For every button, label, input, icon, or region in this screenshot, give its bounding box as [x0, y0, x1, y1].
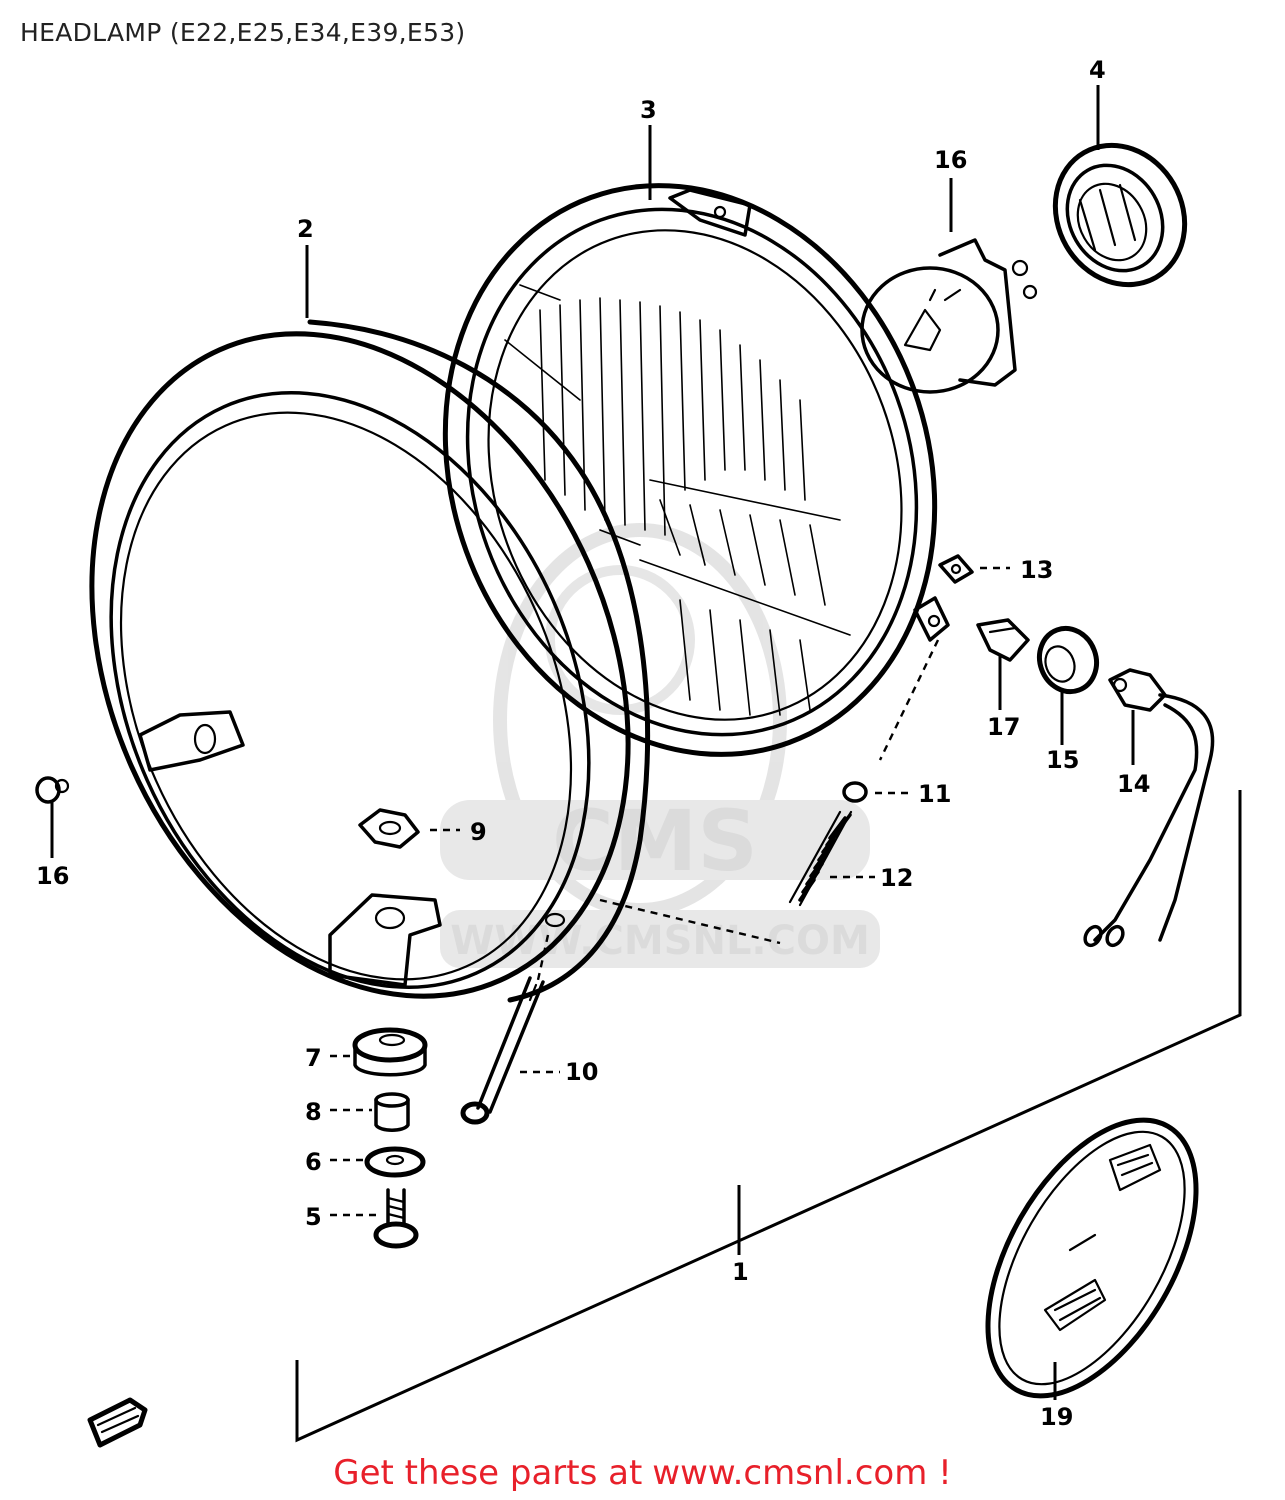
leader-lines [50, 85, 1135, 1400]
small-emblem-part [87, 1397, 148, 1448]
nut-13 [938, 554, 974, 584]
cushion-7 [352, 1027, 428, 1077]
callout-16-left: 16 [36, 862, 69, 890]
callout-2: 2 [297, 215, 314, 243]
grommet-15 [1037, 625, 1099, 695]
assembly-bracket [295, 790, 1242, 1443]
screw-10 [460, 976, 545, 1125]
nut-9 [358, 808, 420, 849]
spring-12 [788, 810, 853, 907]
bulb-part [860, 238, 1038, 394]
callout-15: 15 [1046, 746, 1079, 774]
headlamp-unit [442, 183, 950, 757]
bolt-5 [373, 1188, 419, 1249]
callout-13: 13 [1020, 556, 1053, 584]
callout-6: 6 [305, 1148, 322, 1176]
callout-10: 10 [565, 1058, 598, 1086]
callout-16-top: 16 [934, 146, 967, 174]
callout-4: 4 [1089, 56, 1106, 84]
callout-19: 19 [1040, 1403, 1073, 1431]
callout-7: 7 [305, 1044, 322, 1072]
wiring-socket-14 [1083, 668, 1215, 948]
adjuster-17 [976, 618, 1030, 662]
socket-ring-part [1052, 142, 1188, 288]
footer-url[interactable]: www.cmsnl.com ! [652, 1453, 952, 1493]
reflector-19 [985, 1117, 1199, 1399]
clip-16-left [35, 776, 70, 804]
headlamp-housing [89, 319, 650, 1003]
callout-17: 17 [987, 713, 1020, 741]
callout-12: 12 [880, 864, 913, 892]
callout-9: 9 [470, 818, 487, 846]
watermark-logo: CMS [552, 792, 758, 890]
watermark-url: WWW.CMSNL.COM [450, 918, 870, 964]
callout-labels: 3 2 4 16 13 17 15 14 11 12 9 16 7 10 8 6… [36, 56, 1150, 1431]
washer-6 [364, 1146, 426, 1178]
callout-3: 3 [640, 96, 657, 124]
callout-8: 8 [305, 1098, 322, 1126]
callout-11: 11 [918, 780, 951, 808]
collar-8 [374, 1092, 410, 1132]
callout-1: 1 [732, 1258, 749, 1286]
footer-lead-text: Get these parts at [333, 1453, 643, 1493]
cms-watermark: CMS WWW.CMSNL.COM [440, 523, 880, 968]
callout-14: 14 [1117, 770, 1150, 798]
callout-5: 5 [305, 1203, 322, 1231]
diagram-title: HEADLAMP (E22,E25,E34,E39,E53) [20, 18, 466, 47]
washer-11 [842, 781, 868, 803]
